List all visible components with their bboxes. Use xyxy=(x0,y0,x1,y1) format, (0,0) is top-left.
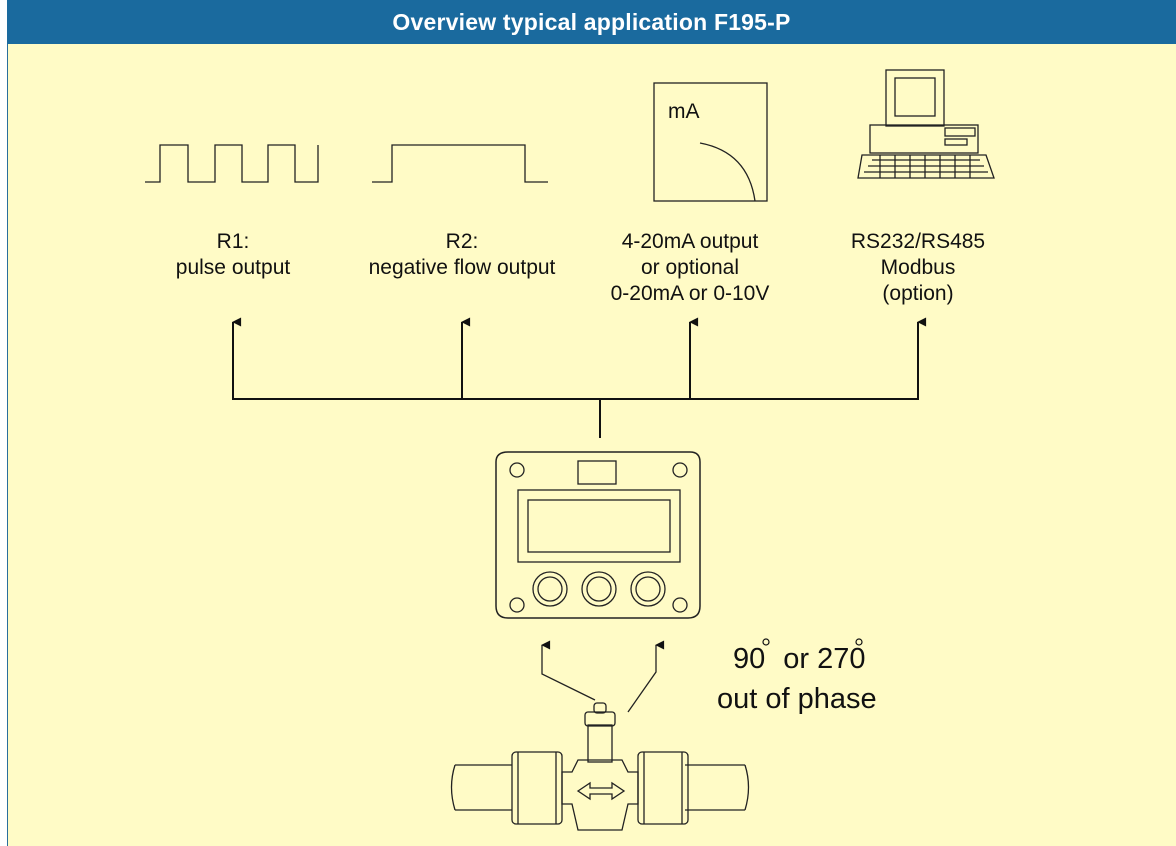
indicator-device-icon xyxy=(495,451,701,619)
degree-symbol-1 xyxy=(762,638,770,646)
phase-or: or xyxy=(783,643,809,675)
computer-icon xyxy=(857,69,995,179)
comm-line-3: (option) xyxy=(882,282,953,305)
r1-description: pulse output xyxy=(176,256,291,279)
sensor-wire-b xyxy=(627,640,665,713)
r2-label: R2: negative flow output xyxy=(369,230,556,279)
comm-line-1: RS232/RS485 xyxy=(851,230,985,253)
page-title: Overview typical application F195-P xyxy=(392,9,791,35)
meter-unit-label: mA xyxy=(668,100,700,123)
analog-line-1: 4-20mA output xyxy=(622,230,759,253)
pulse-train-icon xyxy=(145,144,319,183)
output-connections xyxy=(232,317,927,438)
r2-title: R2: xyxy=(446,230,479,253)
single-pulse-icon xyxy=(372,144,548,183)
comm-output-label: RS232/RS485 Modbus (option) xyxy=(851,230,985,305)
r1-title: R1: xyxy=(217,230,250,253)
comm-line-2: Modbus xyxy=(881,256,956,279)
analog-output-label: 4-20mA output or optional 0-20mA or 0-10… xyxy=(611,230,770,305)
r2-description: negative flow output xyxy=(369,256,556,279)
degree-symbol-2 xyxy=(855,638,863,646)
sensor-wire-a xyxy=(541,640,596,701)
phase-deg-1: 90 xyxy=(733,643,765,675)
analog-meter-icon: mA xyxy=(653,82,768,202)
title-bar: Overview typical application F195-P xyxy=(7,0,1176,44)
analog-line-3: 0-20mA or 0-10V xyxy=(611,282,770,305)
diagram-background xyxy=(7,0,1176,846)
sensor-signal-wires xyxy=(541,640,665,713)
analog-line-2: or optional xyxy=(641,256,739,279)
flow-sensor-icon xyxy=(450,702,750,831)
r1-label: R1: pulse output xyxy=(176,230,291,279)
phase-line-2: out of phase xyxy=(717,683,877,715)
phase-deg-2: 270 xyxy=(817,643,865,675)
